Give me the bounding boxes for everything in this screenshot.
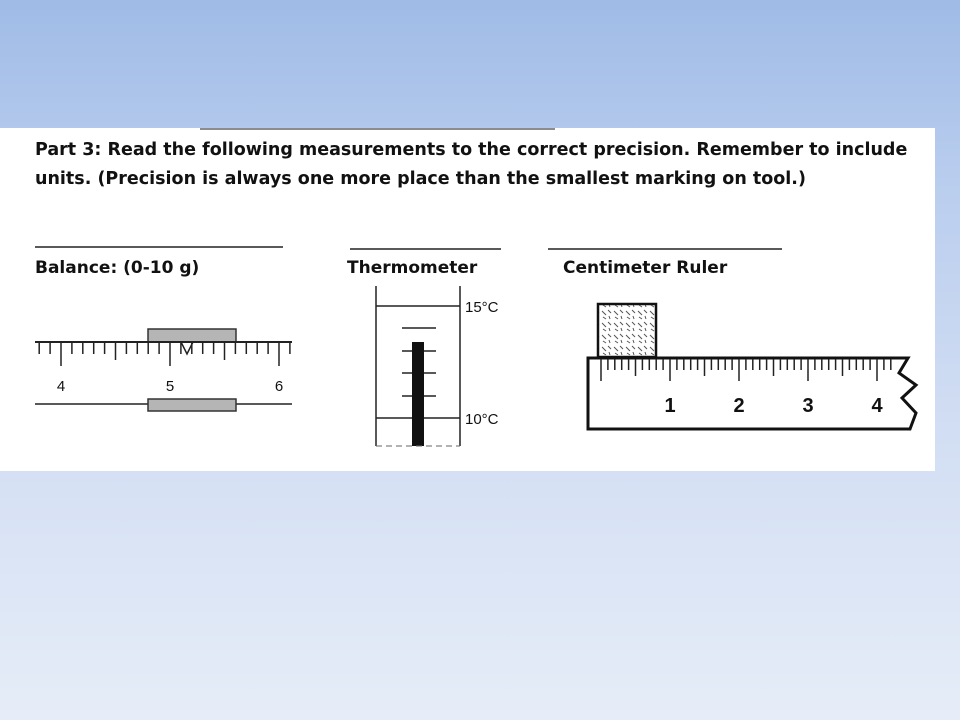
thermometer-liquid-column <box>412 342 424 446</box>
balance-number-4: 4 <box>57 378 65 395</box>
balance-diagram: 4 5 6 <box>35 328 292 412</box>
balance-rider-upper <box>147 328 237 343</box>
ruler-number-3: 3 <box>802 395 813 417</box>
balance-pointer <box>179 341 195 356</box>
thermometer-top-mark: 15°C <box>465 299 499 316</box>
balance-number-6: 6 <box>275 378 283 395</box>
balance-rider-lower <box>147 398 237 412</box>
balance-ticks <box>38 342 291 366</box>
thermometer-label: Thermometer <box>347 258 478 278</box>
worksheet-drawings: 4 5 6 15°C 10°C <box>35 128 919 447</box>
thermometer-bottom-mark: 10°C <box>465 411 499 428</box>
balance-label: Balance: (0-10 g) <box>35 258 200 278</box>
ruler-number-4: 4 <box>871 395 883 417</box>
thermometer-diagram: 15°C 10°C <box>375 286 499 447</box>
worksheet: 4 5 6 15°C 10°C <box>0 128 935 471</box>
ruler-number-2: 2 <box>733 395 744 417</box>
balance-number-5: 5 <box>166 378 174 395</box>
ruler-label: Centimeter Ruler <box>563 258 728 278</box>
ruler-ticks <box>600 359 892 381</box>
ruler-body <box>586 356 919 431</box>
instructions-text: Part 3: Read the following measurements … <box>35 140 908 189</box>
ruler-diagram: 1 2 3 4 <box>586 302 919 431</box>
measured-block <box>596 302 658 359</box>
ruler-number-1: 1 <box>664 395 675 417</box>
